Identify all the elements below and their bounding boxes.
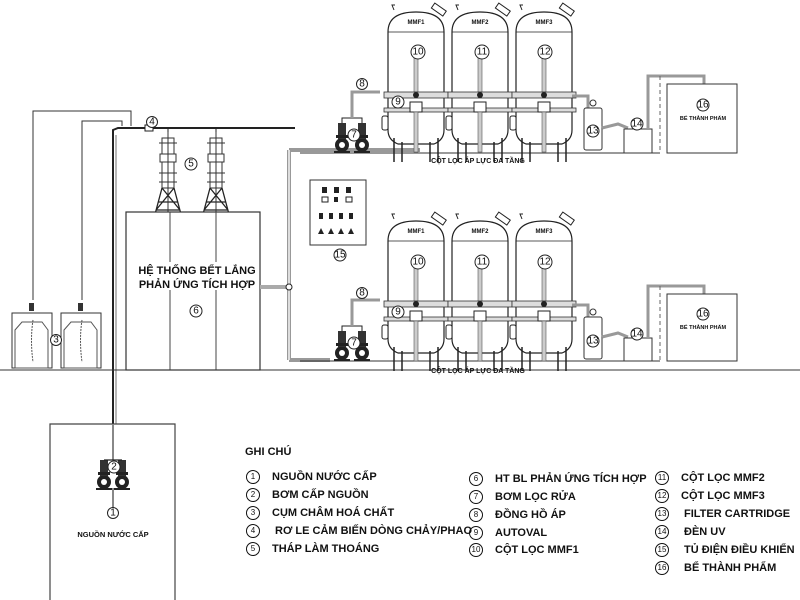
outlet-pipe (260, 148, 420, 362)
svg-text:MMF3: MMF3 (536, 20, 554, 26)
svg-text:10: 10 (412, 47, 424, 58)
svg-text:BỂ THÀNH PHẨM: BỂ THÀNH PHẨM (680, 324, 727, 331)
svg-text:MMF2: MMF2 (472, 229, 490, 235)
svg-text:1: 1 (110, 508, 116, 519)
svg-text:13: 13 (587, 336, 599, 347)
svg-text:12: 12 (539, 47, 551, 58)
svg-text:5: 5 (188, 159, 194, 170)
svg-text:8: 8 (359, 79, 365, 90)
svg-text:13: 13 (587, 126, 599, 137)
filter-line-top: 7 8 MMF1 MMF2 MMF3 10 11 12 9 13 14 16 B… (300, 2, 738, 165)
svg-text:14: 14 (631, 119, 643, 130)
svg-text:7: 7 (351, 130, 357, 141)
marker-5: 5 (184, 157, 198, 171)
svg-text:9: 9 (395, 307, 401, 318)
chemical-tank-1 (11, 303, 53, 369)
svg-text:7: 7 (351, 338, 357, 349)
svg-text:4: 4 (149, 117, 155, 128)
svg-text:8: 8 (359, 288, 365, 299)
svg-text:16: 16 (697, 309, 709, 320)
control-panel: 15 (309, 179, 367, 262)
marker-3: 3 (50, 334, 62, 346)
source-label: NGUỒN NƯỚC CẤP (77, 529, 148, 539)
svg-text:2: 2 (111, 462, 117, 473)
settling-tank: HỆ THỐNG BỂT LẮNG PHẢN ỨNG TÍCH HỢP 6 (125, 211, 261, 371)
svg-text:6: 6 (193, 306, 199, 317)
svg-text:14: 14 (631, 329, 643, 340)
svg-text:9: 9 (395, 97, 401, 108)
svg-text:11: 11 (477, 257, 488, 268)
settling-tank-label: HỆ THỐNG BỂT LẮNG (138, 263, 255, 277)
marker-4: 4 (146, 116, 158, 128)
system-label-bottom: CỘT LỌC ÁP LỰC ĐA TẦNG (431, 365, 525, 375)
svg-text:11: 11 (477, 47, 488, 58)
settling-tank-label-2: PHẢN ỨNG TÍCH HỢP (139, 278, 255, 291)
chemical-tank-2 (60, 303, 102, 369)
svg-text:BỂ THÀNH PHẨM: BỂ THÀNH PHẨM (680, 115, 727, 122)
system-label-top: CỘT LỌC ÁP LỰC ĐA TẦNG (431, 155, 525, 165)
chemical-dosing-lines (32, 110, 132, 300)
svg-text:MMF1: MMF1 (408, 229, 426, 235)
svg-text:3: 3 (53, 335, 59, 346)
svg-text:16: 16 (697, 100, 709, 111)
svg-text:10: 10 (412, 257, 424, 268)
svg-text:12: 12 (539, 257, 551, 268)
svg-text:15: 15 (334, 250, 346, 261)
source-water-tank: 2 1 NGUỒN NƯỚC CẤP (49, 423, 176, 600)
svg-text:MMF1: MMF1 (408, 20, 426, 26)
legend-title: GHI CHÚ (245, 446, 292, 458)
svg-text:MMF2: MMF2 (472, 20, 490, 26)
filter-line-bottom: 7 8 MMF1 MMF2 MMF3 10 11 12 9 13 14 16 B… (300, 211, 738, 375)
svg-text:MMF3: MMF3 (536, 229, 554, 235)
